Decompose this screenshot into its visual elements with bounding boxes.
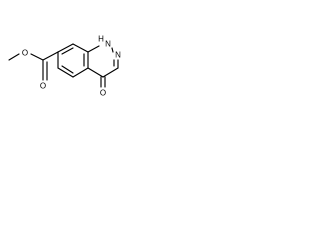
- bond-carbonyl-c-ring: [42, 51, 59, 61]
- bond-ring-c7-c8: [57, 43, 74, 53]
- bond-ring-c5-c6: [57, 67, 74, 78]
- atom-label-h-of-nh: H: [98, 35, 104, 44]
- atom-label-methyl-oxygen: O: [40, 82, 46, 91]
- bond-nh-n: [111, 47, 114, 53]
- atom-label-ester-oxygen: O: [22, 49, 28, 58]
- chemical-structure: O O H N N O: [8, 35, 121, 98]
- bond-c4-c4a: [87, 67, 104, 78]
- bond-ring-c8-c8a: [72, 43, 89, 53]
- bond-o-carbonyl-c: [30, 53, 44, 61]
- bond-methyl-o: [8, 53, 20, 61]
- bond-c3-c4: [102, 67, 119, 78]
- atom-label-carbonyl-oxygen: O: [100, 89, 106, 98]
- atom-label-n: N: [115, 51, 121, 60]
- bond-ring-inner-c7-c8: [61, 47, 74, 55]
- bond-ring-inner-c5-c6: [61, 65, 74, 74]
- bond-ring-c4a-c5: [72, 67, 89, 78]
- atom-label-n-of-nh: N: [105, 40, 111, 49]
- bond-c8a-nh: [87, 45, 100, 53]
